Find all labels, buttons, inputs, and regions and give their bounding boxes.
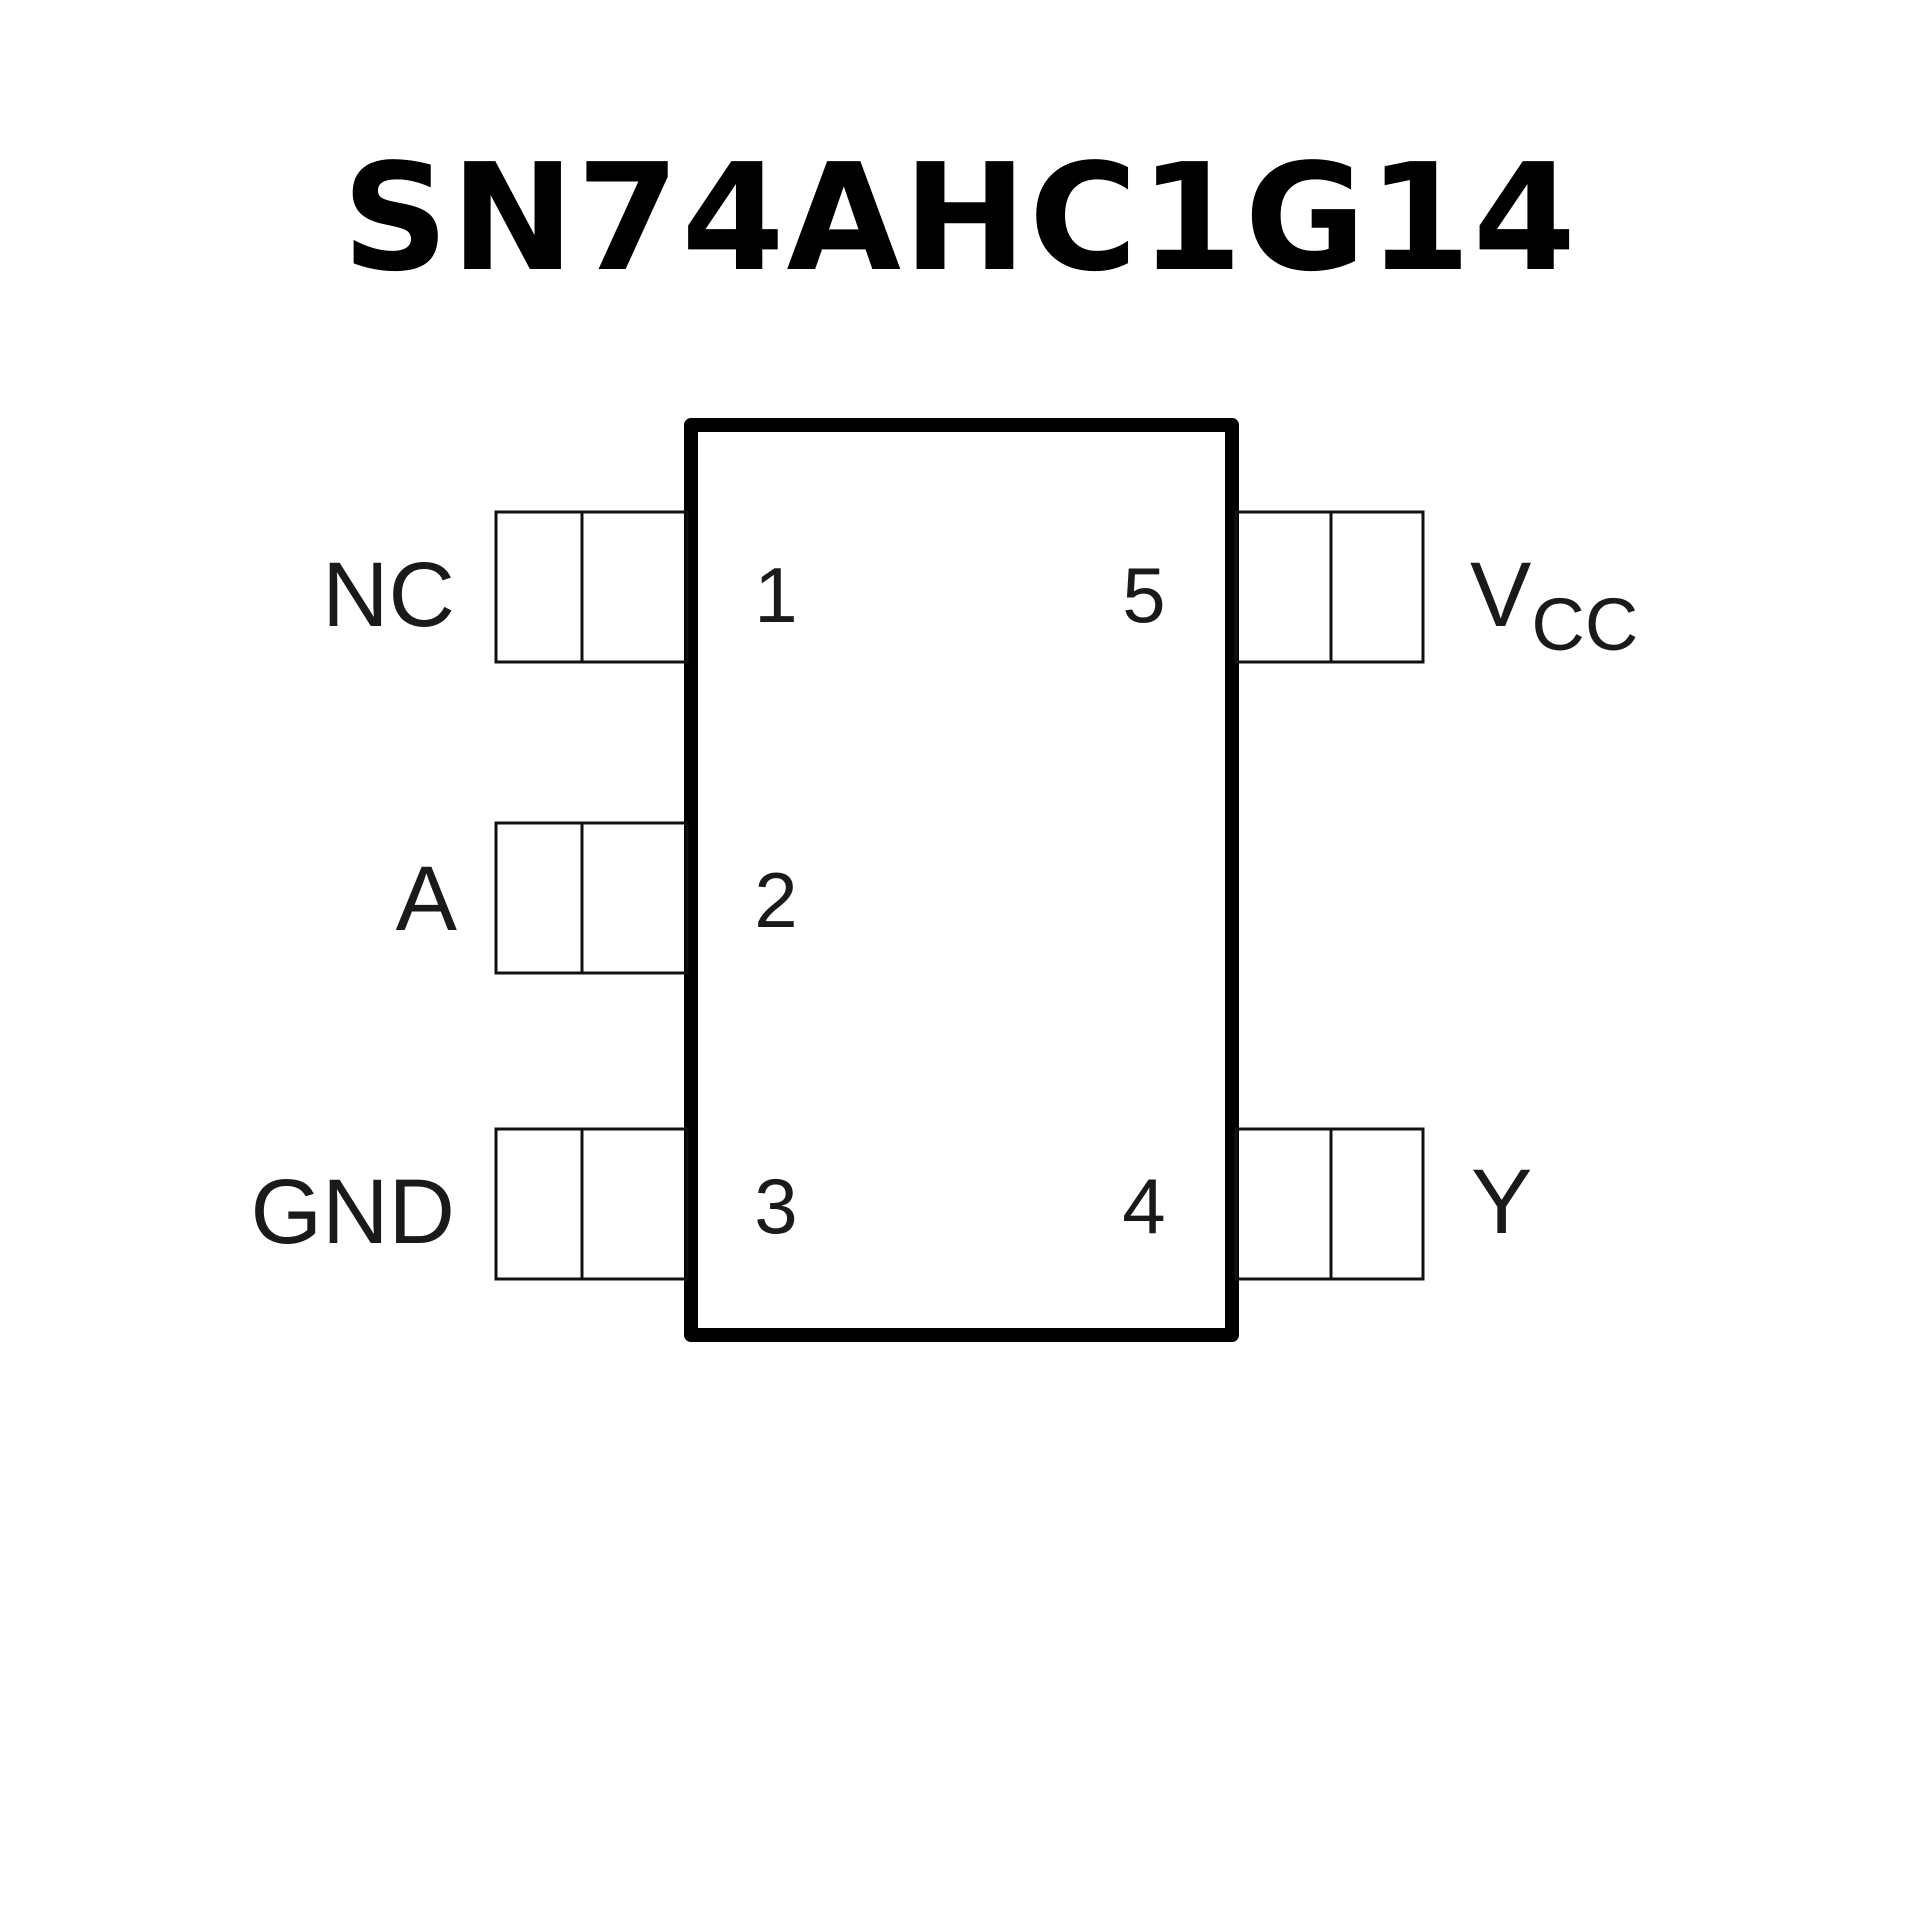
pin-name-vcc: VCC bbox=[1470, 544, 1638, 666]
pin-2-lead bbox=[494, 821, 689, 975]
pin-name-nc: NC bbox=[322, 544, 455, 646]
pin-number-1: 1 bbox=[754, 551, 797, 639]
pin-number-5: 5 bbox=[1122, 551, 1165, 639]
pin-number-2: 2 bbox=[754, 856, 797, 944]
pin-name-gnd: GND bbox=[251, 1161, 455, 1263]
part-number-title: SN74AHC1G14 bbox=[342, 132, 1578, 304]
pin-number-3: 3 bbox=[754, 1162, 797, 1250]
pin-name-vcc-main: V bbox=[1470, 544, 1531, 646]
pin-name-vcc-subscript: CC bbox=[1531, 583, 1638, 666]
pin-name-a: A bbox=[396, 848, 458, 950]
pin-number-4: 4 bbox=[1122, 1162, 1165, 1250]
chip-body bbox=[684, 418, 1239, 1342]
pin-5-lead bbox=[1234, 510, 1425, 664]
pin-4-lead bbox=[1234, 1127, 1425, 1281]
pin-1-lead bbox=[494, 510, 689, 664]
pin-3-lead bbox=[494, 1127, 689, 1281]
pin-name-y: Y bbox=[1471, 1151, 1532, 1253]
